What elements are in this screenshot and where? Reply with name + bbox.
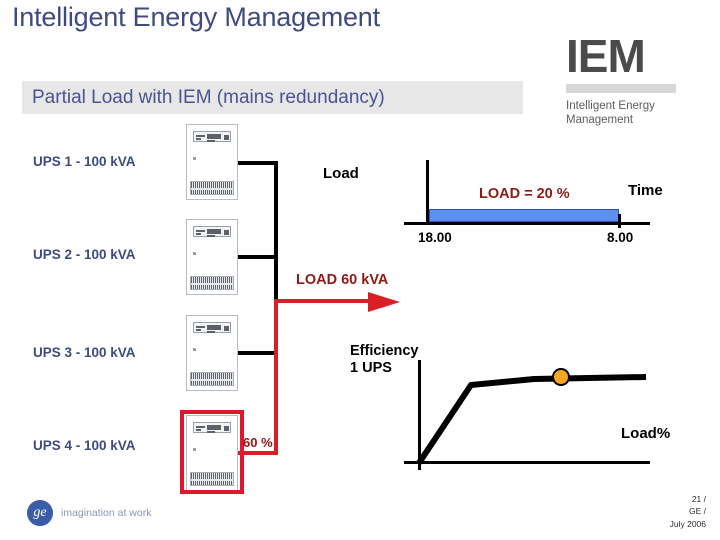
ups-1-label: UPS 1 - 100 kVA bbox=[33, 154, 136, 169]
loadchart-bar-series bbox=[429, 209, 619, 222]
iem-logo-subtitle: Intelligent Energy Management bbox=[566, 99, 706, 128]
standby-bus-vertical bbox=[274, 161, 278, 303]
ups-2-cabinet-icon bbox=[186, 219, 238, 295]
footer-date: July 2006 bbox=[669, 518, 706, 529]
effchart-x-axis-label: Load% bbox=[621, 425, 671, 442]
ups-indicator-dot bbox=[193, 348, 196, 351]
section-banner bbox=[22, 81, 523, 114]
ups-4-feeder-line bbox=[238, 451, 278, 455]
footer-slide-number: 21 / bbox=[691, 494, 706, 504]
iem-logo-wordmark: IEM bbox=[566, 30, 646, 82]
effchart-y-axis-label: Efficiency 1 UPS bbox=[350, 343, 419, 376]
effchart-x-axis bbox=[404, 461, 650, 464]
iem-logo-subtitle-line1: Intelligent Energy bbox=[566, 99, 655, 112]
ups-vent-grille bbox=[190, 276, 234, 290]
iem-logo: IEM Intelligent Energy Management bbox=[566, 30, 706, 128]
active-bus-vertical bbox=[274, 299, 278, 455]
ups-1-feeder-line bbox=[238, 161, 278, 165]
iem-logo-divider-bar bbox=[566, 83, 676, 93]
loadchart-tick-label-end: 8.00 bbox=[607, 230, 634, 245]
ge-tagline: imagination at work bbox=[61, 507, 152, 519]
effchart-line-series bbox=[416, 374, 647, 465]
iem-logo-subtitle-line2: Management bbox=[566, 114, 634, 127]
load-output-arrowhead-icon bbox=[368, 292, 400, 312]
loadchart-annotation: LOAD = 20 % bbox=[479, 186, 570, 202]
ups-3-cabinet-icon bbox=[186, 315, 238, 391]
ups-2-label: UPS 2 - 100 kVA bbox=[33, 247, 136, 262]
load-output-line bbox=[274, 299, 374, 303]
ups-2-feeder-line bbox=[238, 255, 278, 259]
ups-4-cabinet-icon bbox=[186, 415, 238, 491]
effchart-y-axis-label-line2: 1 UPS bbox=[350, 359, 392, 376]
ups-control-panel-icon bbox=[193, 422, 231, 433]
ups-vent-grille bbox=[190, 472, 234, 486]
loadchart-tick-label-start: 18.00 bbox=[418, 230, 452, 245]
ups-4-label: UPS 4 - 100 kVA bbox=[33, 438, 136, 453]
ups-3-feeder-line bbox=[238, 351, 278, 355]
ups-control-panel-icon bbox=[193, 131, 231, 142]
ge-monogram-text: ge bbox=[33, 505, 47, 520]
ups-1-cabinet-icon bbox=[186, 124, 238, 200]
ups-4-load-percent-label: 60 % bbox=[243, 435, 273, 450]
section-banner-label: Partial Load with IEM (mains redundancy) bbox=[32, 87, 385, 108]
ups-vent-grille bbox=[190, 181, 234, 195]
ups-control-panel-icon bbox=[193, 322, 231, 333]
ups-4-active-highlight-box bbox=[180, 410, 244, 494]
effchart-y-axis bbox=[418, 360, 421, 470]
ups-3-label: UPS 3 - 100 kVA bbox=[33, 345, 136, 360]
loadchart-end-tick bbox=[618, 214, 621, 228]
loadchart-y-axis bbox=[426, 160, 429, 224]
footer-meta: 21 / GE / July 2006 bbox=[670, 493, 706, 530]
page-title: Intelligent Energy Management bbox=[12, 2, 380, 32]
ups-vent-grille bbox=[190, 372, 234, 386]
load-output-label: LOAD 60 kVA bbox=[296, 272, 389, 288]
effchart-y-axis-label-line1: Efficiency bbox=[350, 343, 419, 359]
ups-indicator-dot bbox=[193, 252, 196, 255]
loadchart-y-axis-label: Load bbox=[323, 165, 359, 182]
loadchart-x-axis bbox=[404, 222, 650, 225]
ups-indicator-dot bbox=[193, 448, 196, 451]
loadchart-x-axis-label: Time bbox=[628, 182, 663, 199]
effchart-operating-point-marker bbox=[552, 368, 570, 386]
ups-indicator-dot bbox=[193, 157, 196, 160]
ge-monogram-icon: ge bbox=[27, 500, 53, 526]
ups-control-panel-icon bbox=[193, 226, 231, 237]
footer-company: GE / bbox=[688, 506, 706, 517]
